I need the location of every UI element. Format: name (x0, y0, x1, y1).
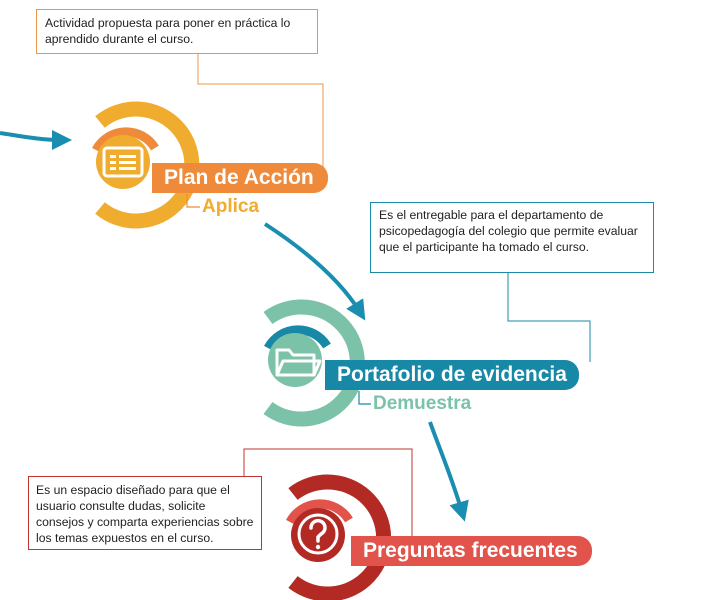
incoming-arrow (0, 129, 72, 150)
plan-verb-label: Aplica (202, 196, 260, 217)
verb-1-connector (186, 194, 200, 208)
arrow-portafolio-to-preguntas (428, 421, 469, 522)
portafolio-description-note: Es el entregable para el departamento de… (370, 202, 654, 273)
plan-title-label: Plan de Acción (152, 163, 328, 193)
preguntas-title-label: Preguntas frecuentes (351, 536, 592, 566)
note-1-connector (197, 54, 324, 170)
note-2-connector (507, 273, 591, 362)
verb-2-connector (358, 391, 371, 405)
portafolio-verb-label: Demuestra (373, 393, 472, 414)
plan-description-note: Actividad propuesta para poner en prácti… (36, 9, 318, 54)
form-list-icon (102, 146, 144, 178)
portafolio-title-label: Portafolio de evidencia (325, 360, 579, 390)
note-3-connector (243, 448, 413, 536)
folder-icon (275, 348, 322, 377)
preguntas-description-note: Es un espacio diseñado para que el usuar… (28, 476, 262, 550)
arrow-plan-to-portafolio (263, 222, 366, 321)
question-mark-icon (297, 513, 339, 555)
